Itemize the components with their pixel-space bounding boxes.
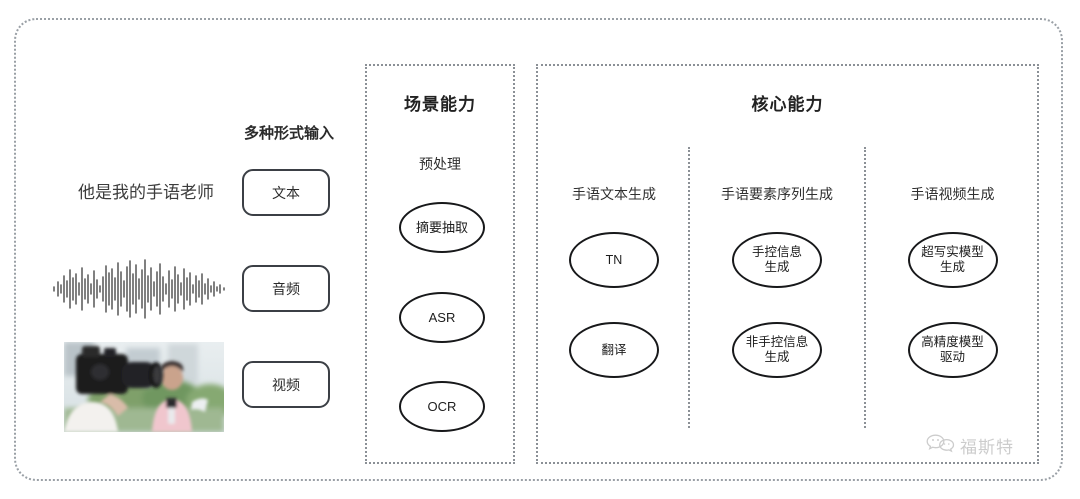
core-node-translate-label: 翻译 [601, 342, 627, 357]
input-pill-video[interactable]: 视频 [242, 361, 330, 408]
core-node-nonmanual-info-label: 非手控信息生成 [745, 335, 809, 364]
input-pill-video-label: 视频 [272, 376, 300, 393]
audio-waveform-icon [52, 258, 228, 320]
core-node-manual-info-label: 手控信息生成 [751, 245, 802, 274]
scene-node-asr-label: ASR [428, 309, 456, 325]
scene-node-summary[interactable]: 摘要抽取 [399, 202, 485, 253]
wechat-bubbles-icon [925, 432, 955, 459]
core-node-highprecision-model-label: 高精度模型驱动 [921, 335, 984, 364]
scene-node-asr[interactable]: ASR [399, 292, 485, 343]
core-column-divider-2 [864, 147, 866, 428]
core-column-element-sequence: 手语要素序列生成 手控信息生成 非手控信息生成 [690, 66, 864, 462]
core-panel-title: 核心能力 [751, 95, 824, 114]
outer-frame: 多种形式输入 他是我的手语老师 [14, 18, 1063, 481]
sample-text-label: 他是我的手语老师 [78, 183, 214, 202]
core-node-tn[interactable]: TN [569, 232, 659, 288]
scene-capability-panel: 场景能力 预处理 摘要抽取 ASR OCR [365, 64, 515, 464]
scene-node-ocr-label: OCR [427, 398, 457, 414]
core-column-1-header: 手语文本生成 [572, 186, 656, 202]
input-pill-audio[interactable]: 音频 [242, 265, 330, 312]
core-node-highprecision-model[interactable]: 高精度模型驱动 [907, 322, 998, 378]
core-node-translate[interactable]: 翻译 [569, 322, 659, 378]
video-thumbnail [64, 342, 224, 432]
scene-node-summary-label: 摘要抽取 [415, 219, 468, 235]
core-node-nonmanual-info[interactable]: 非手控信息生成 [732, 322, 822, 378]
core-column-sign-text: 手语文本生成 TN 翻译 [540, 66, 688, 462]
core-node-photoreal-model-label: 超写实模型生成 [921, 245, 984, 274]
core-node-manual-info[interactable]: 手控信息生成 [732, 232, 822, 288]
scene-node-ocr[interactable]: OCR [399, 381, 485, 432]
core-column-divider-1 [688, 147, 690, 428]
core-node-photoreal-model[interactable]: 超写实模型生成 [907, 232, 998, 288]
core-capability-panel: 核心能力 手语文本生成 TN 翻译 手语要素序列生成 手控信息生成 [536, 64, 1039, 464]
core-column-video-generation: 手语视频生成 超写实模型生成 高精度模型驱动 [866, 66, 1039, 462]
core-column-3-header: 手语视频生成 [910, 186, 995, 202]
input-pill-text[interactable]: 文本 [242, 169, 330, 216]
scene-group-label: 预处理 [419, 156, 461, 172]
input-pill-audio-label: 音频 [272, 280, 300, 297]
core-column-2-header: 手语要素序列生成 [721, 186, 833, 202]
watermark: 福斯特 [925, 432, 1014, 459]
scene-panel-title: 场景能力 [404, 95, 476, 114]
watermark-text: 福斯特 [960, 438, 1014, 457]
input-section-heading: 多种形式输入 [243, 125, 334, 142]
input-pill-text-label: 文本 [272, 184, 300, 201]
core-node-tn-label: TN [605, 252, 623, 267]
